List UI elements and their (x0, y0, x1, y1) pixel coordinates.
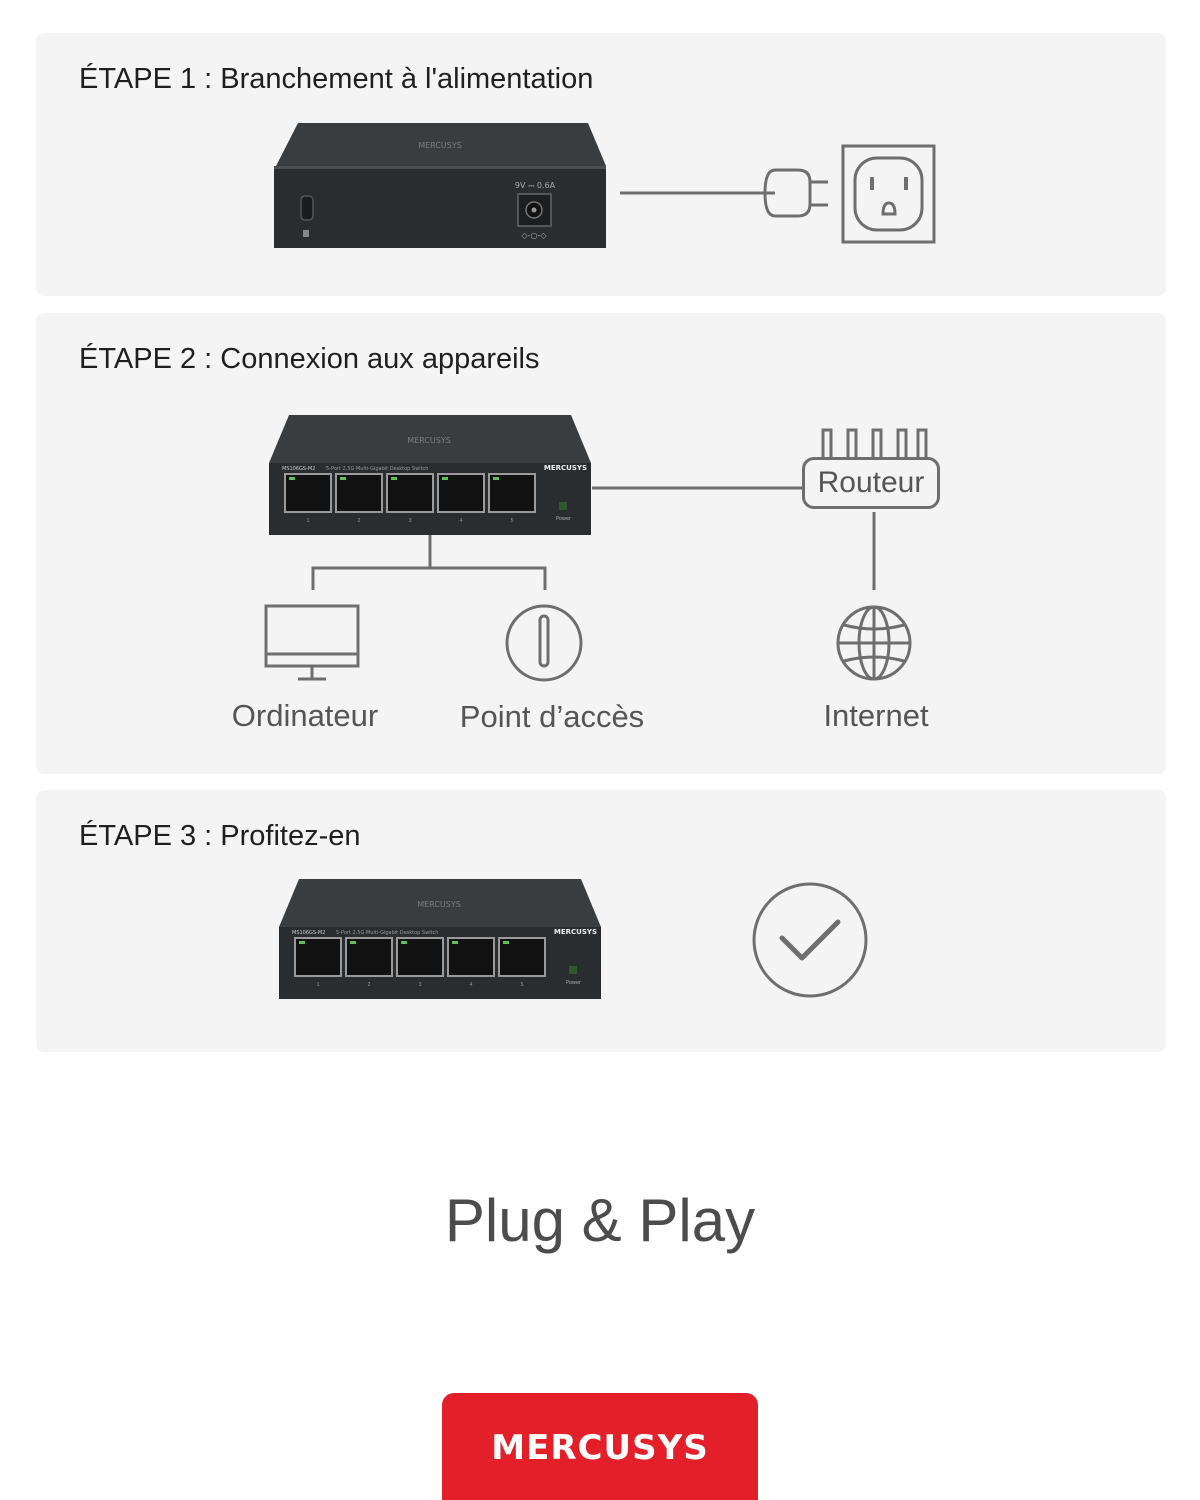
power-cord-and-outlet (620, 144, 936, 244)
power-spec-text: 9V ⎓ 0.6A (515, 181, 556, 190)
port-led (401, 941, 407, 944)
ethernet-port (345, 937, 393, 977)
port-led (289, 477, 295, 480)
switch-front-image: MERCUSYS MS106GS-M2 5-Port 2.5G Multi-Gi… (269, 415, 591, 535)
power-label: Power (566, 980, 582, 986)
globe-icon (836, 605, 912, 681)
tagline: Plug & Play (444, 1187, 756, 1254)
ethernet-port (447, 937, 495, 977)
port-number: 5 (511, 518, 514, 524)
port-led (340, 477, 346, 480)
step-3-panel: ÉTAPE 3 : Profitez-en (36, 790, 1166, 1052)
port-led (503, 941, 509, 944)
access-point-icon (505, 604, 583, 682)
port-number: 4 (460, 518, 463, 524)
switch-front-image-2: MERCUSYS MS106GS-M2 5-Port 2.5G Multi-Gi… (279, 879, 601, 999)
ethernet-port (335, 473, 383, 513)
computer-icon (264, 604, 360, 681)
port-number: 5 (521, 982, 524, 988)
step-1-title: ÉTAPE 1 : Branchement à l'alimentation (79, 63, 594, 95)
svg-text:◇-○-◇: ◇-○-◇ (521, 231, 547, 240)
port-group: 1 2 3 4 5 (284, 473, 536, 524)
step-2-panel: ÉTAPE 2 : Connexion aux appareils (36, 313, 1166, 774)
port-led (442, 477, 448, 480)
svg-text:MERCUSYS: MERCUSYS (407, 436, 451, 445)
access-point-label: Point d’accès (459, 699, 645, 734)
port-led (299, 941, 305, 944)
port-led (391, 477, 397, 480)
description-text: 5-Port 2.5G Multi-Gigabit Desktop Switch (336, 930, 438, 936)
svg-text:MERCUSYS: MERCUSYS (417, 900, 461, 909)
port-led (452, 941, 458, 944)
internet-label: Internet (823, 698, 929, 733)
router-label: Routeur (802, 457, 940, 509)
step-2-title: ÉTAPE 2 : Connexion aux appareils (79, 343, 540, 375)
computer-label: Ordinateur (231, 698, 379, 733)
router-icon (821, 428, 928, 460)
port-number: 2 (368, 982, 371, 988)
plug-icon (763, 168, 828, 218)
port-led (493, 477, 499, 480)
ethernet-port (284, 473, 332, 513)
port-number: 1 (317, 982, 320, 988)
port-group: 1 2 3 4 5 (294, 937, 546, 988)
ethernet-port (498, 937, 546, 977)
ethernet-port (437, 473, 485, 513)
port-number: 3 (409, 518, 412, 524)
ethernet-port (396, 937, 444, 977)
description-text: 5-Port 2.5G Multi-Gigabit Desktop Switch (326, 466, 428, 472)
power-label: Power (556, 516, 572, 522)
ethernet-port (488, 473, 536, 513)
port-led (350, 941, 356, 944)
ethernet-port (294, 937, 342, 977)
svg-text:MERCUSYS: MERCUSYS (418, 141, 462, 150)
brand-text: MERCUSYS (554, 928, 597, 936)
logo-text: MERCUSYS (491, 1428, 709, 1468)
power-outlet-icon (841, 144, 936, 244)
model-text: MS106GS-M2 (292, 930, 325, 936)
ethernet-port (386, 473, 434, 513)
step-3-title: ÉTAPE 3 : Profitez-en (79, 820, 361, 852)
port-number: 4 (470, 982, 473, 988)
step-1-panel: ÉTAPE 1 : Branchement à l'alimentation (36, 33, 1166, 296)
switch-rear-image: MERCUSYS 9V ⎓ 0.6A ◇-○-◇ (274, 123, 606, 248)
port-number: 1 (307, 518, 310, 524)
port-number: 2 (358, 518, 361, 524)
checkmark-icon (752, 882, 868, 998)
brand-text: MERCUSYS (544, 464, 587, 472)
mercusys-logo: MERCUSYS (442, 1393, 758, 1500)
connection-lines (311, 428, 928, 590)
model-text: MS106GS-M2 (282, 466, 315, 472)
port-number: 3 (419, 982, 422, 988)
